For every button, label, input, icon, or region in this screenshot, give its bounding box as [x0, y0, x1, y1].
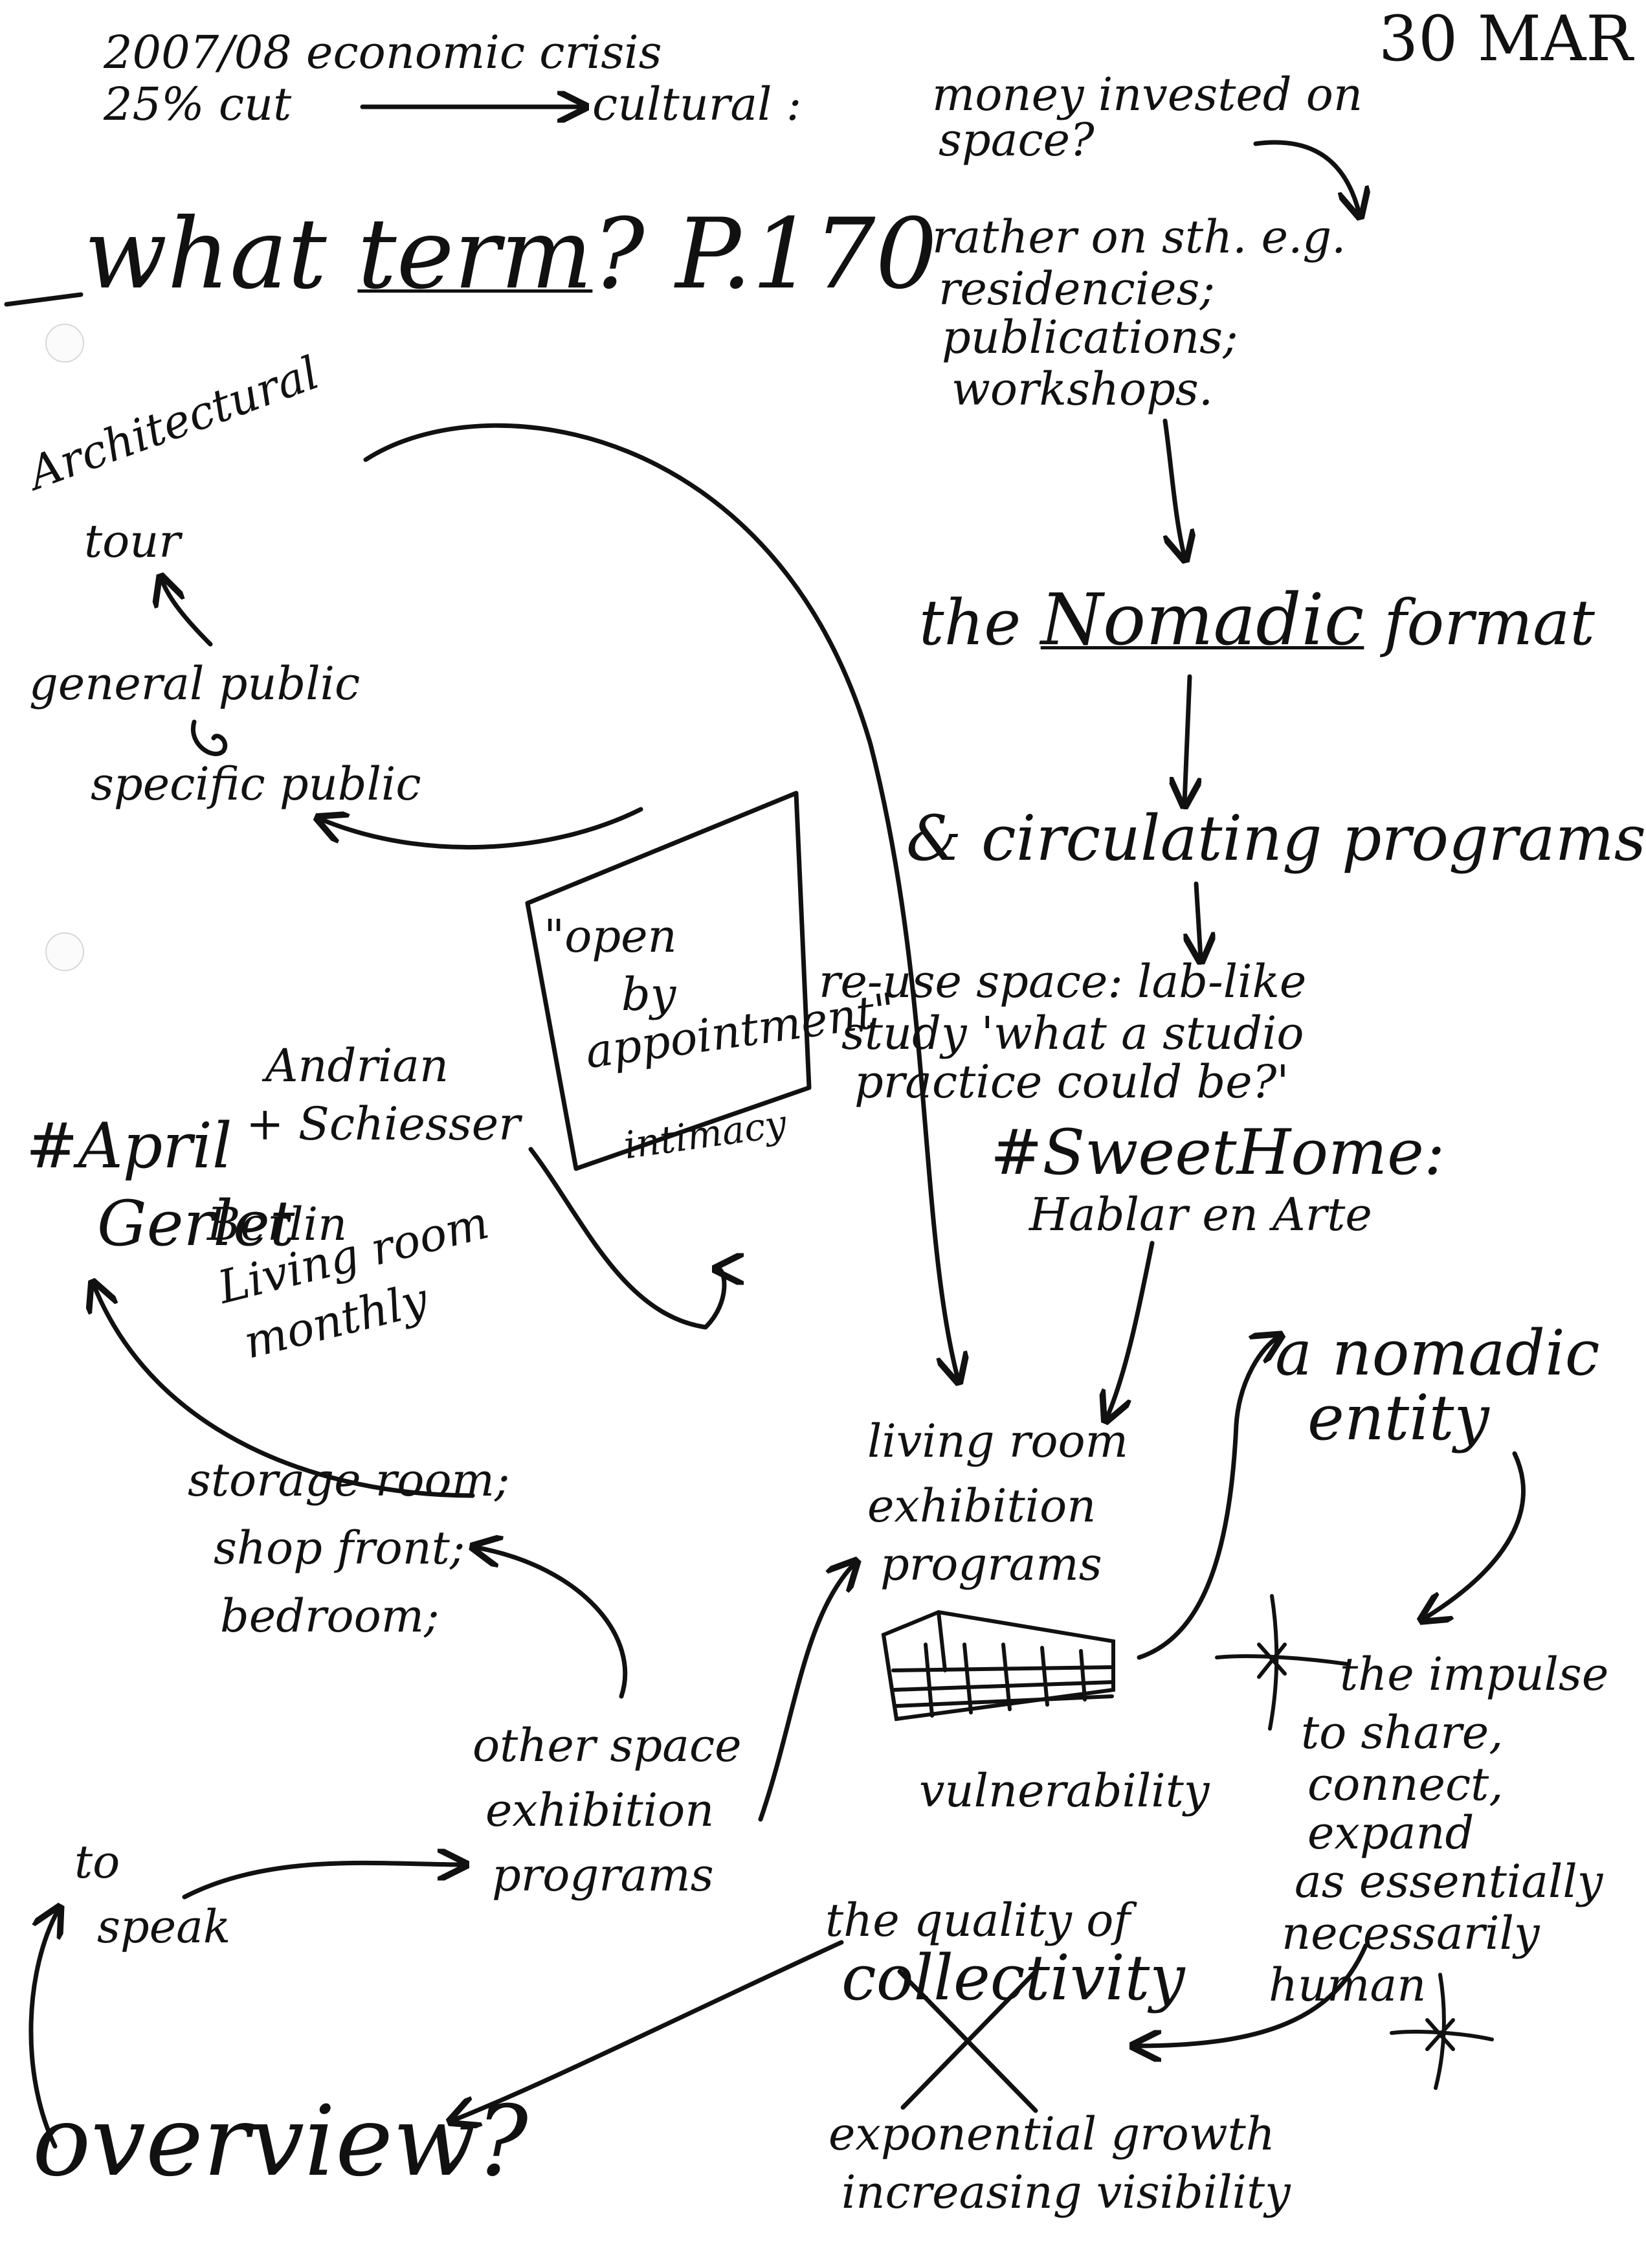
impulse-line-5: as essentially [1295, 1855, 1603, 1908]
nomadic-format-post: format [1364, 587, 1595, 659]
arrow-speak-to-other [182, 1863, 463, 1900]
april-tag: #April [26, 1110, 232, 1182]
storage-line-3: bedroom; [220, 1589, 439, 1643]
arrow-workshops-to-format [1162, 418, 1184, 557]
rather-line-1: rather on sth. e.g. [932, 210, 1346, 264]
andrian-line-3: Berlin [207, 1198, 348, 1251]
impulse-line-7: human [1269, 1959, 1427, 2012]
what-term-word: term [357, 198, 593, 311]
binder-hole-top [45, 324, 84, 363]
other-space-line-1: other space [473, 1719, 742, 1772]
what-term-heading: what term? P.170 [84, 203, 937, 306]
exponential-line-2: increasing visibility [841, 2166, 1291, 2219]
impulse-line-1: the impulse [1340, 1648, 1609, 1701]
storage-line-2: shop front; [214, 1521, 465, 1575]
rather-line-3: publications; [942, 311, 1238, 364]
tour-label: tour [84, 515, 181, 568]
page-date: 30 MAR [1379, 3, 1633, 75]
speak-label: speak [97, 1900, 231, 1953]
star-sketches [1215, 1594, 1494, 2090]
arrow-grid-to-entity [1137, 1337, 1278, 1660]
general-public: general public [29, 657, 361, 710]
notebook-page: 30 MAR 2007/08 economic crisis 25% cut c… [4, 0, 1646, 2219]
other-space-line-3: programs [492, 1848, 714, 1902]
header-space: space? [939, 113, 1095, 166]
what-term-prefix: what [84, 198, 358, 311]
arrow-general-specific [190, 719, 228, 756]
arrow-storage-to-april [94, 1285, 475, 1498]
nomadic-format: the Nomadic format [919, 582, 1595, 659]
storage-line-1: storage room; [188, 1454, 510, 1507]
x-mark-collectivity [897, 1969, 1038, 2113]
header-crisis: 2007/08 economic crisis [104, 26, 662, 79]
arrow-other-to-living-room [758, 1564, 854, 1822]
arrow-format-to-circulating [1184, 674, 1190, 803]
arrow-collectivity-to-overview [453, 1940, 844, 2120]
header-money: money invested on [932, 68, 1363, 121]
reuse-line-1: re-use space: lab-like [819, 955, 1307, 1008]
nomadic-format-pre: the [919, 587, 1041, 659]
living-room-line-1: living room [867, 1415, 1128, 1468]
andrian-line-2: + Schiesser [246, 1097, 520, 1151]
sketch-lines [4, 0, 1526, 2149]
living-room-line-2: exhibition [867, 1479, 1096, 1533]
arrow-big-curve-to-living-room [363, 423, 958, 1379]
header-cut: 25% cut [104, 78, 292, 131]
living-room-line-3: programs [880, 1538, 1102, 1591]
arrow-other-to-storage [476, 1547, 628, 1699]
sweet-home-sub: Hablar en Arte [1029, 1188, 1372, 1241]
other-space-line-2: exhibition [485, 1784, 715, 1837]
arrow-public-to-tour [162, 579, 213, 647]
arrow-human-to-collectivity [1136, 1943, 1368, 2046]
nomadic-entity-line-2: entity [1307, 1382, 1489, 1454]
gerlet-label: Gerlet [97, 1187, 295, 1260]
appointment-line-2: by [621, 968, 676, 1021]
arrow-circulating-to-reuse [1196, 881, 1201, 958]
arrow-overview-to-speak [28, 1910, 58, 2149]
exponential-line-1: exponential growth [829, 2107, 1275, 2161]
dash-before-what [4, 292, 83, 307]
collectivity-word: collectivity [841, 1942, 1185, 2014]
impulse-line-4: expand [1307, 1806, 1474, 1859]
nomadic-format-word: Nomadic [1040, 578, 1364, 661]
impulse-line-3: connect, [1307, 1758, 1504, 1811]
arrow-space-to-eg [1253, 140, 1359, 214]
appointment-box [525, 791, 812, 1171]
arrow-appointment-to-specific [320, 807, 643, 849]
specific-public: specific public [91, 758, 421, 811]
reuse-line-3: practice could be?' [854, 1055, 1289, 1108]
to-label: to [74, 1836, 120, 1889]
what-term-suffix: ? P.170 [592, 198, 938, 311]
arrow-sweethome-to-living-room [1107, 1241, 1155, 1418]
appointment-line-1: "open [544, 910, 677, 963]
vulnerability-label: vulnerability [919, 1764, 1210, 1817]
andrian-line-1: Andrian [265, 1039, 449, 1092]
nomadic-entity-line-1: a nomadic [1275, 1317, 1600, 1389]
collectivity-pre: the quality of [825, 1894, 1131, 1947]
vulnerability-grid-sketch [881, 1610, 1115, 1722]
arrow-entity-to-impulse [1424, 1451, 1526, 1619]
rather-line-2: residencies; [939, 262, 1216, 315]
rather-line-4: workshops. [951, 363, 1214, 416]
impulse-line-6: necessarily [1282, 1907, 1540, 1960]
reuse-line-2: study 'what a studio [841, 1007, 1304, 1060]
circulating-programs: & circulating programs [906, 802, 1646, 875]
binder-hole-bottom [45, 932, 84, 971]
impulse-line-2: to share, [1301, 1706, 1504, 1759]
sweet-home-tag: #SweetHome: [990, 1116, 1445, 1189]
header-cultural: cultural : [592, 78, 802, 131]
arrow-box-to-living-room [528, 1147, 724, 1330]
overview-heading: overview? [32, 2085, 528, 2198]
